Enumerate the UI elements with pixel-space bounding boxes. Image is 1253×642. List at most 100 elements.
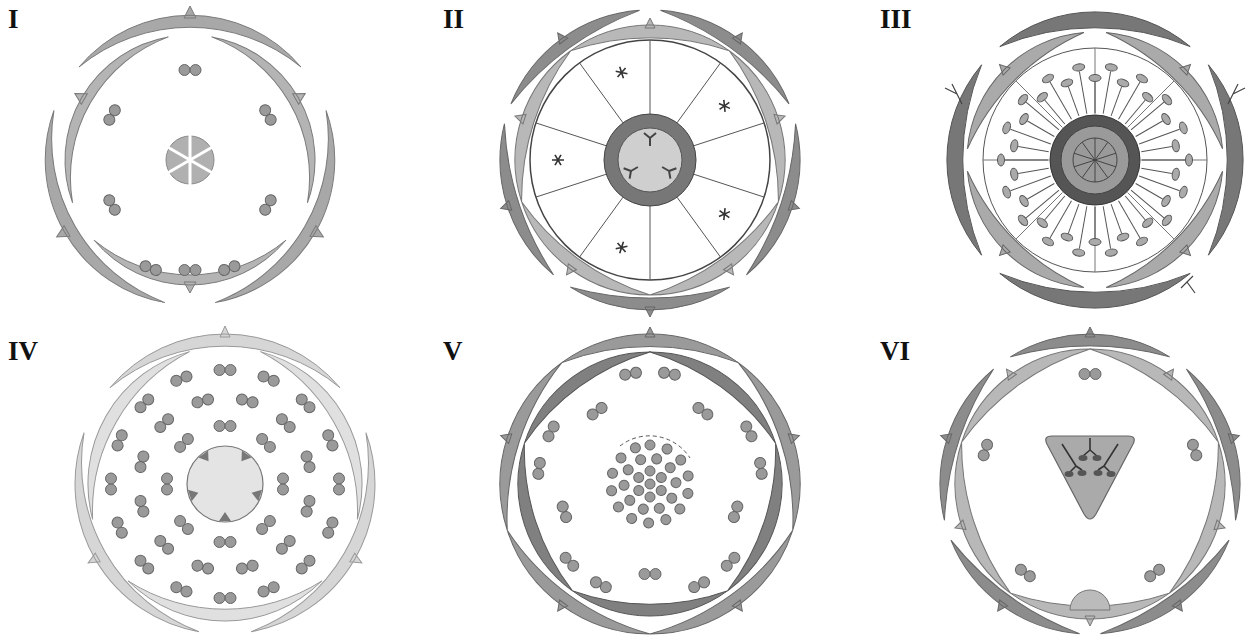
sepal xyxy=(1011,327,1170,357)
anther xyxy=(585,400,609,422)
tepal xyxy=(251,433,419,642)
anther xyxy=(235,393,259,409)
sepal xyxy=(916,360,993,520)
stamen xyxy=(1121,192,1155,229)
stamen xyxy=(1133,178,1172,208)
bracket-mark xyxy=(945,84,1245,293)
nectary-mark xyxy=(552,155,564,165)
carpel xyxy=(611,500,625,514)
anther xyxy=(254,431,277,454)
corolla-tube xyxy=(530,40,770,280)
anther xyxy=(179,65,201,76)
sepal xyxy=(1186,360,1253,520)
floral-diagram xyxy=(476,0,824,322)
placenta-mark xyxy=(659,162,676,179)
nectary-mark xyxy=(717,206,733,221)
anther xyxy=(1079,369,1101,380)
sepal xyxy=(1100,540,1246,642)
anther xyxy=(138,259,162,277)
carpel xyxy=(614,451,628,465)
anther xyxy=(334,473,345,495)
panel-label: I xyxy=(8,6,19,33)
anther xyxy=(106,473,117,495)
sepal xyxy=(1000,273,1190,308)
placenta-mark xyxy=(188,487,200,501)
carpel xyxy=(632,471,646,485)
ovule xyxy=(1065,471,1074,477)
stamen xyxy=(1105,202,1129,242)
sepal xyxy=(650,530,814,642)
stamen xyxy=(1089,75,1101,114)
carpel xyxy=(632,484,646,498)
stamen xyxy=(1097,205,1118,257)
anther xyxy=(719,550,742,573)
anther xyxy=(191,393,215,409)
carpel xyxy=(654,484,668,498)
placenta-mark xyxy=(250,487,262,501)
stamen xyxy=(1137,121,1189,150)
anther xyxy=(639,569,661,580)
receptacle-ring xyxy=(1050,115,1140,205)
ovary-inner xyxy=(1073,138,1117,182)
floral-diagram xyxy=(1,6,379,333)
hypanthium xyxy=(983,48,1207,272)
stamen xyxy=(1121,91,1155,128)
sepal xyxy=(486,530,650,642)
tepal xyxy=(110,326,340,388)
placenta-mark xyxy=(198,451,213,465)
carpel xyxy=(659,513,672,526)
ovary xyxy=(618,128,682,192)
sepal xyxy=(473,352,561,531)
anther xyxy=(541,419,561,444)
anther xyxy=(727,500,744,524)
anther xyxy=(558,550,581,573)
locule-lines xyxy=(1074,138,1116,182)
carpel xyxy=(637,503,649,515)
ovary xyxy=(187,446,263,522)
carpel xyxy=(625,512,639,526)
carpel xyxy=(673,502,687,516)
anther xyxy=(102,103,123,128)
anther xyxy=(133,553,156,576)
anther xyxy=(235,559,259,575)
anther xyxy=(153,412,176,435)
anther xyxy=(133,392,156,415)
stamen xyxy=(1001,121,1053,150)
stamen xyxy=(1035,91,1069,128)
anther xyxy=(162,473,173,495)
tepal xyxy=(1,110,165,333)
anther xyxy=(278,473,289,495)
anther xyxy=(102,193,123,218)
anther xyxy=(300,494,316,518)
anther xyxy=(754,457,768,480)
anther xyxy=(619,366,643,381)
placenta-mark xyxy=(219,512,231,521)
radial-lines xyxy=(536,40,764,280)
carpel xyxy=(651,453,663,465)
carpel xyxy=(660,442,673,455)
stamen xyxy=(1010,162,1050,181)
placenta-mark xyxy=(237,451,252,465)
anther xyxy=(179,265,201,276)
sepal xyxy=(1208,65,1243,255)
carpel xyxy=(663,461,677,475)
anther xyxy=(172,431,195,454)
stamen xyxy=(1142,154,1193,166)
carpel xyxy=(665,491,679,505)
stamen xyxy=(1060,202,1084,242)
anther xyxy=(300,450,316,474)
sepal xyxy=(571,287,730,317)
anther xyxy=(294,553,317,576)
placenta-mark xyxy=(644,133,656,146)
anther xyxy=(977,438,994,462)
placenta-mark xyxy=(624,162,641,179)
nectary-mark xyxy=(717,98,733,113)
sepal xyxy=(1000,12,1190,47)
carpel xyxy=(682,487,694,499)
carpel xyxy=(623,493,637,507)
carpel xyxy=(674,453,688,467)
anther xyxy=(256,580,281,599)
anther xyxy=(110,428,129,453)
